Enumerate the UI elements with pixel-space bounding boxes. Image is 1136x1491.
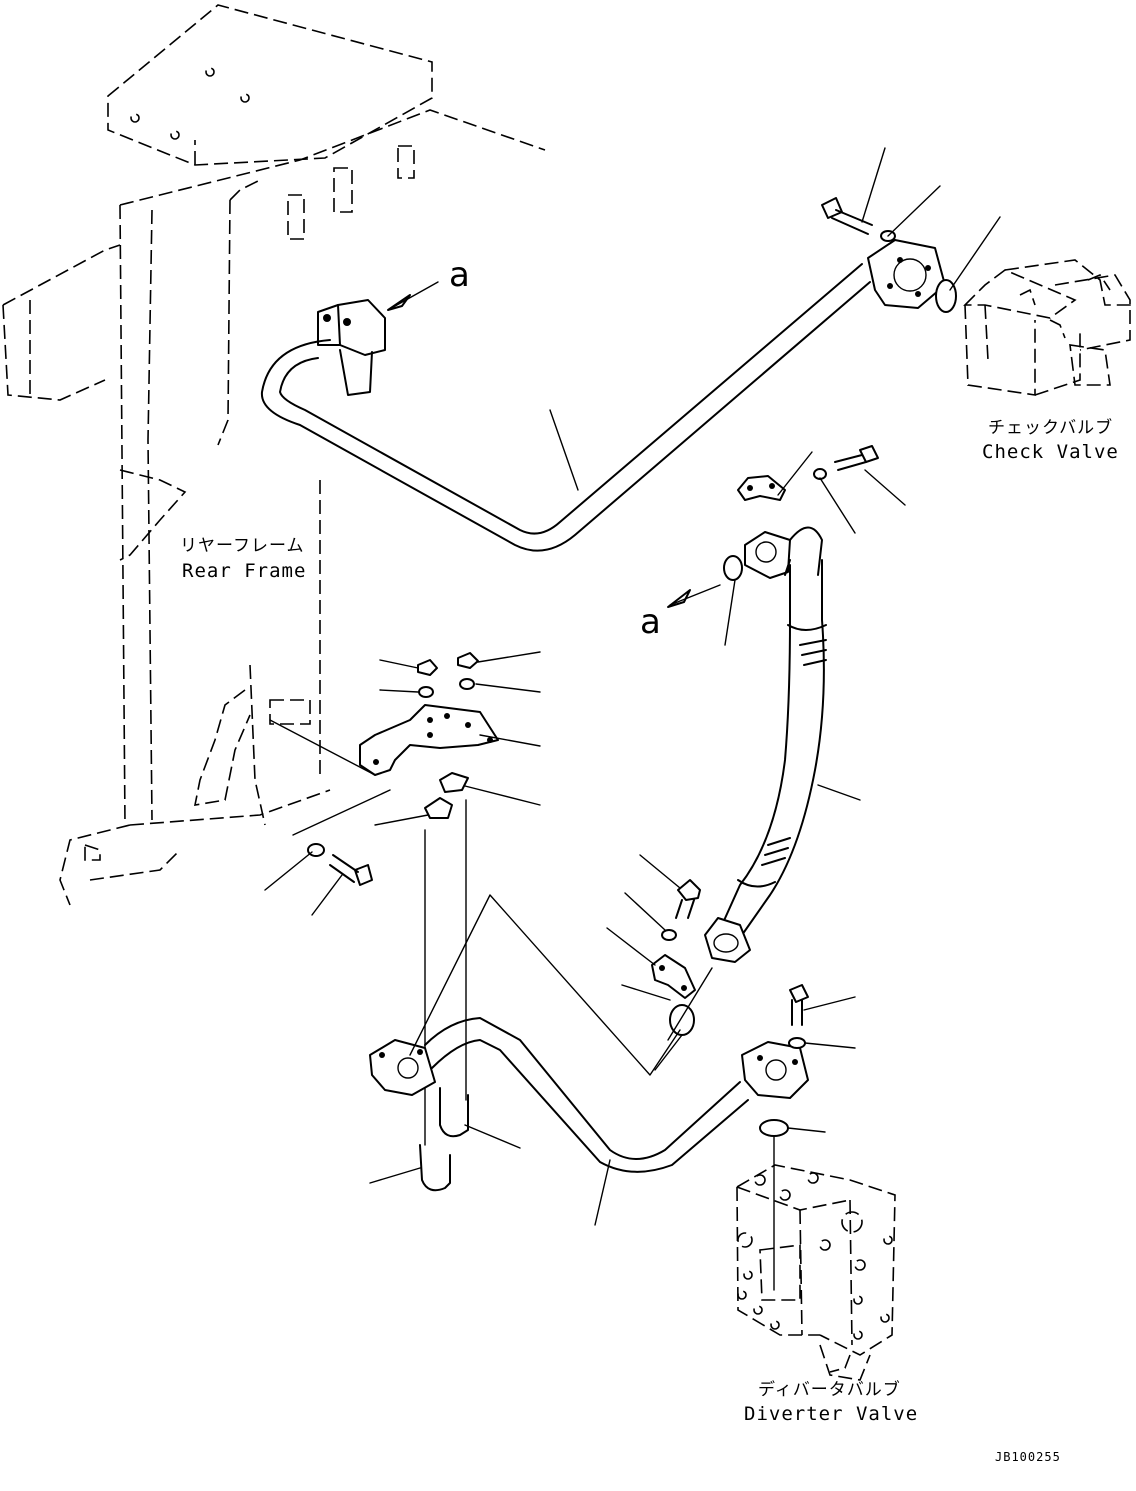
diverter-valve — [736, 1164, 896, 1381]
diverter-valve-label-jp: ディバータバルブ — [758, 1380, 901, 1400]
rear-frame-label-jp: リヤーフレーム — [180, 536, 305, 556]
view-ref-a-middle: a — [640, 602, 661, 642]
view-ref-a-top: a — [449, 255, 470, 295]
bracket-assembly — [264, 651, 541, 1146]
bottom-pipe — [369, 894, 856, 1291]
rear-frame-label-en: Rear Frame — [182, 560, 307, 582]
check-valve-label-jp: チェックバルブ — [988, 418, 1114, 438]
rear-frame — [2, 4, 546, 906]
check-valve-label-en: Check Valve — [982, 441, 1119, 463]
hose-assembly — [606, 445, 906, 1071]
top-pipe — [260, 147, 1001, 552]
check-valve — [963, 259, 1136, 396]
diverter-valve-label-en: Diverter Valve — [744, 1403, 919, 1425]
drawing-code: JB100255 — [995, 1450, 1061, 1464]
